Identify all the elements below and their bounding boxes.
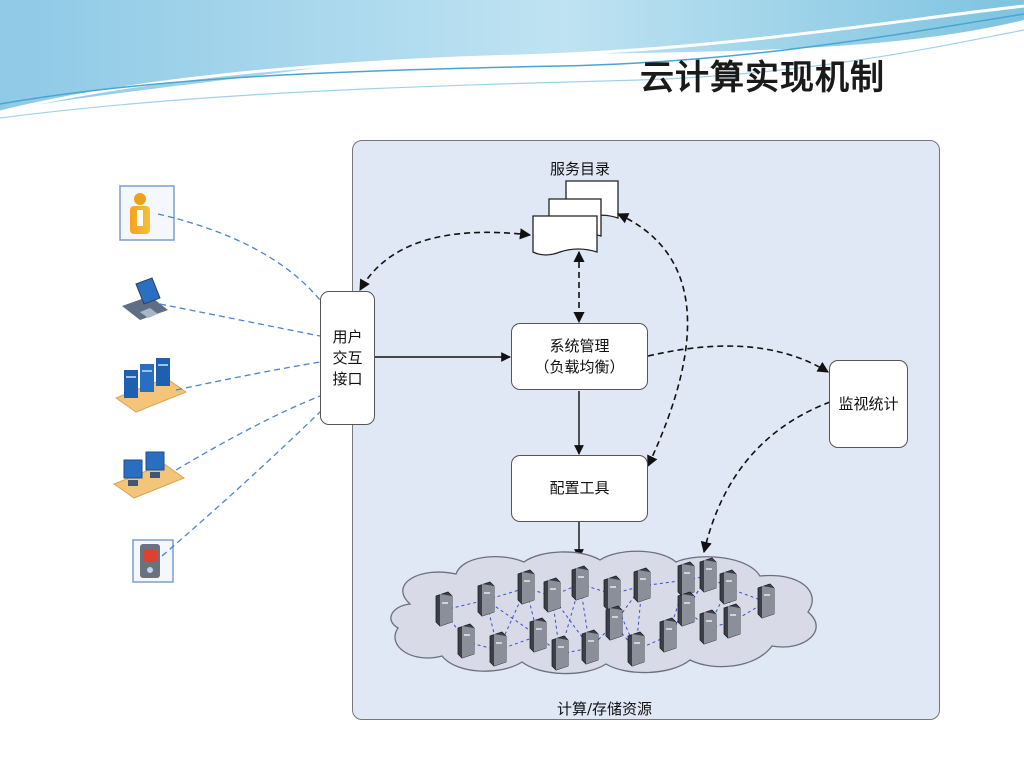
sysmgmt-line-2: （负载均衡） (534, 357, 625, 376)
server-icon (719, 569, 737, 605)
server-icon (603, 575, 621, 611)
resources-label: 计算/存储资源 (557, 700, 653, 718)
server-icon (699, 557, 717, 593)
workstation-icon (112, 451, 186, 499)
server-icon (543, 577, 561, 613)
network-link (551, 595, 591, 649)
user-interface-box[interactable]: 用户 交互 接口 (320, 291, 375, 425)
server-icon (677, 561, 695, 597)
server-icon (435, 591, 453, 627)
ui-line-1: 用户 (332, 327, 363, 346)
server-icon (477, 581, 495, 617)
server-icon (723, 603, 741, 639)
network-link (579, 583, 591, 649)
network-link (685, 609, 709, 629)
resource-cloud (390, 550, 817, 675)
server-icon (659, 617, 677, 653)
sysmgmt-line-1: 系统管理 (549, 336, 610, 355)
resource-servers (435, 557, 775, 671)
config-tool-label: 配置工具 (549, 479, 610, 497)
server-icon (581, 629, 599, 665)
server-icon (677, 591, 695, 627)
server-icon (489, 631, 507, 667)
service-catalog-icon (532, 180, 619, 256)
person-icon (119, 185, 175, 241)
network-link (635, 585, 643, 651)
server-rack-icon (114, 358, 188, 413)
network-link (537, 635, 561, 655)
server-icon (571, 565, 589, 601)
server-icon (627, 631, 645, 667)
slide-title: 云计算实现机制 (640, 58, 885, 98)
device-links (157, 213, 323, 557)
data-flows (375, 352, 584, 559)
ui-line-2: 交互 (332, 348, 363, 367)
config-tool-box[interactable]: 配置工具 (511, 455, 648, 522)
laptop-icon (122, 277, 168, 320)
phone-icon (132, 539, 174, 583)
server-icon (757, 583, 775, 619)
server-icon (605, 605, 623, 641)
ui-line-3: 接口 (332, 369, 363, 388)
server-icon (517, 569, 535, 605)
monitor-stats-label: 监视统计 (838, 394, 899, 413)
server-icon (529, 617, 547, 653)
server-icon (633, 567, 651, 603)
monitor-stats-box[interactable]: 监视统计 (829, 360, 908, 448)
control-flows (359, 213, 831, 554)
network-link (525, 587, 553, 597)
service-catalog-label: 服务目录 (550, 160, 611, 178)
server-icon (457, 623, 475, 659)
server-icon (551, 635, 569, 671)
network-link (485, 599, 539, 637)
server-icon (699, 609, 717, 645)
system-management-box[interactable]: 系统管理 （负载均衡） (511, 323, 648, 390)
